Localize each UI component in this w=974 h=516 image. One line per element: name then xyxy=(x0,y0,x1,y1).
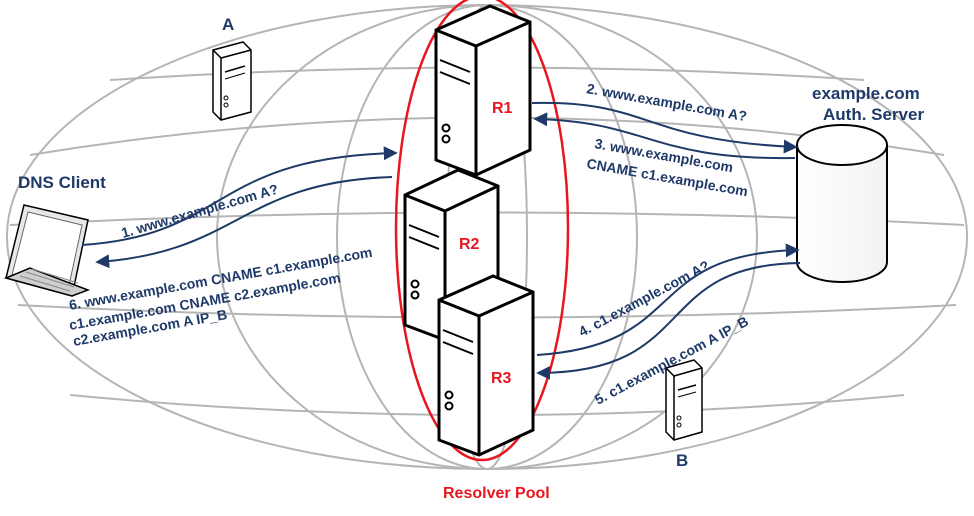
message-arrows xyxy=(81,101,801,380)
auth-server-label-line2: Auth. Server xyxy=(823,105,924,124)
resolver-r3-label: R3 xyxy=(491,370,512,387)
host-b-server-icon xyxy=(665,359,703,441)
auth-server-database-icon xyxy=(796,124,888,283)
resolver-r2-label: R2 xyxy=(459,236,480,253)
auth-server-label-line1: example.com xyxy=(812,84,920,103)
host-a-server-icon xyxy=(212,41,252,121)
resolver-r3-server-icon xyxy=(437,274,535,457)
dns-client-label: DNS Client xyxy=(18,173,106,192)
arrow-2-resolver-to-auth xyxy=(531,101,798,154)
arrow-1-client-to-resolver xyxy=(81,146,398,246)
resolver-pool-label: Resolver Pool xyxy=(443,485,550,502)
resolver-pool-outline xyxy=(394,0,570,462)
arrow-3-auth-to-resolver xyxy=(533,112,796,160)
resolver-r1-server-icon xyxy=(434,4,532,177)
host-b-label: B xyxy=(676,451,688,470)
arrow-6-resolver-to-client xyxy=(95,176,393,269)
resolver-r1-label: R1 xyxy=(492,100,513,117)
arrow-5-auth-to-resolver xyxy=(536,262,801,380)
host-a-label: A xyxy=(222,15,234,34)
arrow-4-resolver-to-auth xyxy=(536,243,800,356)
dns-client-laptop-icon xyxy=(3,204,91,297)
message-4-label: 4. c1.example.com A? xyxy=(576,257,712,340)
